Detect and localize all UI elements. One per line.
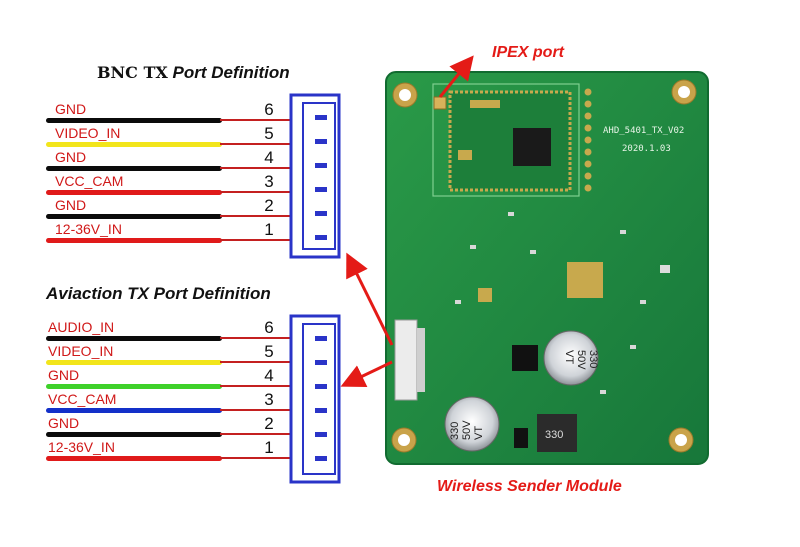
ipex-port-label: IPEX port <box>492 44 565 61</box>
pin-label: GND <box>55 149 87 165</box>
pin-number: 3 <box>264 390 274 409</box>
pin-label: AUDIO_IN <box>48 319 115 335</box>
bnc-title-prefix: BNC TX <box>97 63 168 82</box>
pin-lead <box>220 457 292 459</box>
pin-lead <box>220 143 292 145</box>
aviation-arrow <box>340 360 393 388</box>
bnc-connector <box>289 93 341 259</box>
bnc-title-suffix: Port Definition <box>172 63 290 82</box>
wire <box>46 336 222 341</box>
pin-number: 5 <box>264 124 274 143</box>
pin-lead <box>220 167 292 169</box>
pin-number: 4 <box>264 148 274 167</box>
pin-label: GND <box>48 367 80 383</box>
wire <box>46 360 222 365</box>
ipex-arrow <box>438 55 474 98</box>
wire <box>46 238 222 243</box>
pin-number: 3 <box>264 172 274 191</box>
wire <box>46 214 222 219</box>
inductor-label: 330 <box>545 429 563 441</box>
board-model-text: AHD_5401_TX_V02 <box>603 126 684 136</box>
bnc-arrow <box>346 252 394 346</box>
pin-label: VIDEO_IN <box>55 125 121 141</box>
cap1-text-1: 330 <box>587 350 599 368</box>
wire <box>46 456 222 461</box>
cap2-text-2: 50V <box>461 420 473 440</box>
pin-label: GND <box>55 101 87 117</box>
pin-lead <box>220 337 292 339</box>
pin-label: VCC_CAM <box>55 173 124 189</box>
wire <box>46 384 222 389</box>
pin-label: 12-36V_IN <box>55 221 122 237</box>
pin-number: 1 <box>264 220 274 239</box>
wire <box>46 142 222 147</box>
cap1-text-3: VT <box>563 350 575 364</box>
pin-lead <box>220 119 292 121</box>
module-label: Wireless Sender Module <box>437 478 622 495</box>
pin-lead <box>220 215 292 217</box>
pin-lead <box>220 239 292 241</box>
wire <box>46 190 222 195</box>
pin-lead <box>220 409 292 411</box>
pin-number: 2 <box>264 414 274 433</box>
cap2-text-1: 330 <box>449 422 461 440</box>
wire <box>46 118 222 123</box>
pin-lead <box>220 433 292 435</box>
pin-number: 6 <box>264 100 274 119</box>
aviation-port-title: Aviaction TX Port Definition <box>46 284 271 303</box>
cap2-text-3: VT <box>473 426 485 440</box>
pin-number: 4 <box>264 366 274 385</box>
arrows <box>340 55 474 388</box>
bnc-port-title: BNC TX Port Definition <box>97 63 290 83</box>
pin-label: GND <box>55 197 87 213</box>
pin-label: VIDEO_IN <box>48 343 114 359</box>
pin-number: 5 <box>264 342 274 361</box>
pcb-board: AHD_5401_TX_V02 2020.1.03 330 330 50V VT… <box>385 71 709 465</box>
pin-number: 2 <box>264 196 274 215</box>
pin-number: 6 <box>264 318 274 337</box>
wire <box>46 166 222 171</box>
board-date-text: 2020.1.03 <box>622 144 671 154</box>
pin-lead <box>220 361 292 363</box>
pin-number: 1 <box>264 438 274 457</box>
pin-label: GND <box>48 415 80 431</box>
cap1-text-2: 50V <box>575 350 587 370</box>
pin-lead <box>220 385 292 387</box>
pin-label: 12-36V_IN <box>48 439 115 455</box>
wire <box>46 408 222 413</box>
aviation-connector <box>289 314 341 484</box>
wire <box>46 432 222 437</box>
pin-label: VCC_CAM <box>48 391 117 407</box>
pin-lead <box>220 191 292 193</box>
